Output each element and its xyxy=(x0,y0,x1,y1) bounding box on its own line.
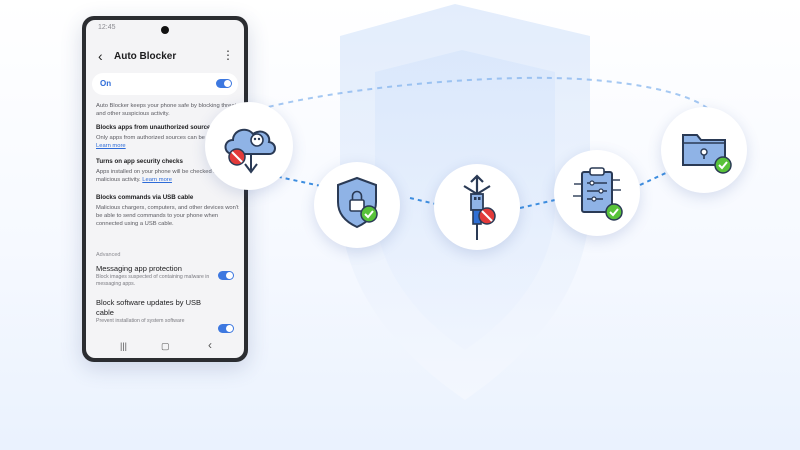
on-label: On xyxy=(100,79,112,88)
advanced-label: Advanced xyxy=(96,252,121,258)
cloud-threat-blocked-icon xyxy=(224,128,276,174)
feature-circle-shield-lock xyxy=(314,162,400,248)
secure-folder-check-icon xyxy=(682,134,732,174)
back-nav-icon[interactable]: ‹ xyxy=(208,338,212,352)
master-toggle-card[interactable]: On xyxy=(92,73,238,95)
section-usb-commands: Blocks commands via USB cable Malicious … xyxy=(96,194,240,228)
page-title: Auto Blocker xyxy=(114,51,177,62)
setting-subtitle: Block images suspected of containing mal… xyxy=(96,274,210,287)
messaging-protection-toggle[interactable] xyxy=(218,271,234,280)
phone-screen: 12:45 ‹ Auto Blocker ⋮ On Auto Blocker k… xyxy=(86,20,244,358)
back-arrow-icon[interactable]: ‹ xyxy=(98,48,103,64)
feature-circle-usb-blocked xyxy=(434,164,520,250)
clipboard-settings-check-icon xyxy=(573,167,623,221)
setting-title: Block software updates by USB cable xyxy=(96,298,202,317)
setting-subtitle: Prevent installation of system software xyxy=(96,318,185,324)
usb-blocked-icon xyxy=(463,174,496,240)
block-usb-updates-toggle[interactable] xyxy=(218,324,234,333)
feature-circle-clipboard xyxy=(554,150,640,236)
setting-title: Messaging app protection xyxy=(96,264,182,273)
recents-icon[interactable]: ||| xyxy=(120,341,128,351)
learn-more-link[interactable]: Learn more xyxy=(96,143,126,149)
section-heading: Blocks commands via USB cable xyxy=(96,194,194,201)
section-unauthorized-sources: Blocks apps from unauthorized sources On… xyxy=(96,124,240,150)
phone-frame: 12:45 ‹ Auto Blocker ⋮ On Auto Blocker k… xyxy=(82,16,248,362)
setting-messaging-protection[interactable]: Messaging app protection Block images su… xyxy=(96,264,214,288)
learn-more-link[interactable]: Learn more xyxy=(142,177,172,183)
front-camera xyxy=(161,26,169,34)
intro-text-block: Auto Blocker keeps your phone safe by bl… xyxy=(96,102,240,118)
home-icon[interactable]: ▢ xyxy=(161,341,170,351)
intro-text: Auto Blocker keeps your phone safe by bl… xyxy=(96,103,240,117)
feature-circle-cloud-threat xyxy=(205,102,293,190)
auto-blocker-toggle[interactable] xyxy=(216,79,232,88)
section-heading: Blocks apps from unauthorized sources xyxy=(96,124,214,131)
app-bar: ‹ Auto Blocker ⋮ xyxy=(86,46,244,70)
section-heading: Turns on app security checks xyxy=(96,158,183,165)
shield-lock-check-icon xyxy=(337,176,378,229)
section-body: Only apps from authorized sources can be… xyxy=(96,135,230,141)
feature-circle-secure-folder xyxy=(661,107,747,193)
more-options-icon[interactable]: ⋮ xyxy=(222,48,234,62)
section-body: Apps installed on your phone will be che… xyxy=(96,169,221,183)
section-security-checks: Turns on app security checks Apps instal… xyxy=(96,158,240,184)
setting-block-usb-updates[interactable]: Block software updates by USB cable Prev… xyxy=(96,298,214,325)
status-time: 12:45 xyxy=(98,24,116,31)
navigation-bar: ||| ▢ ‹ xyxy=(86,338,244,358)
section-body: Malicious chargers, computers, and other… xyxy=(96,205,239,227)
